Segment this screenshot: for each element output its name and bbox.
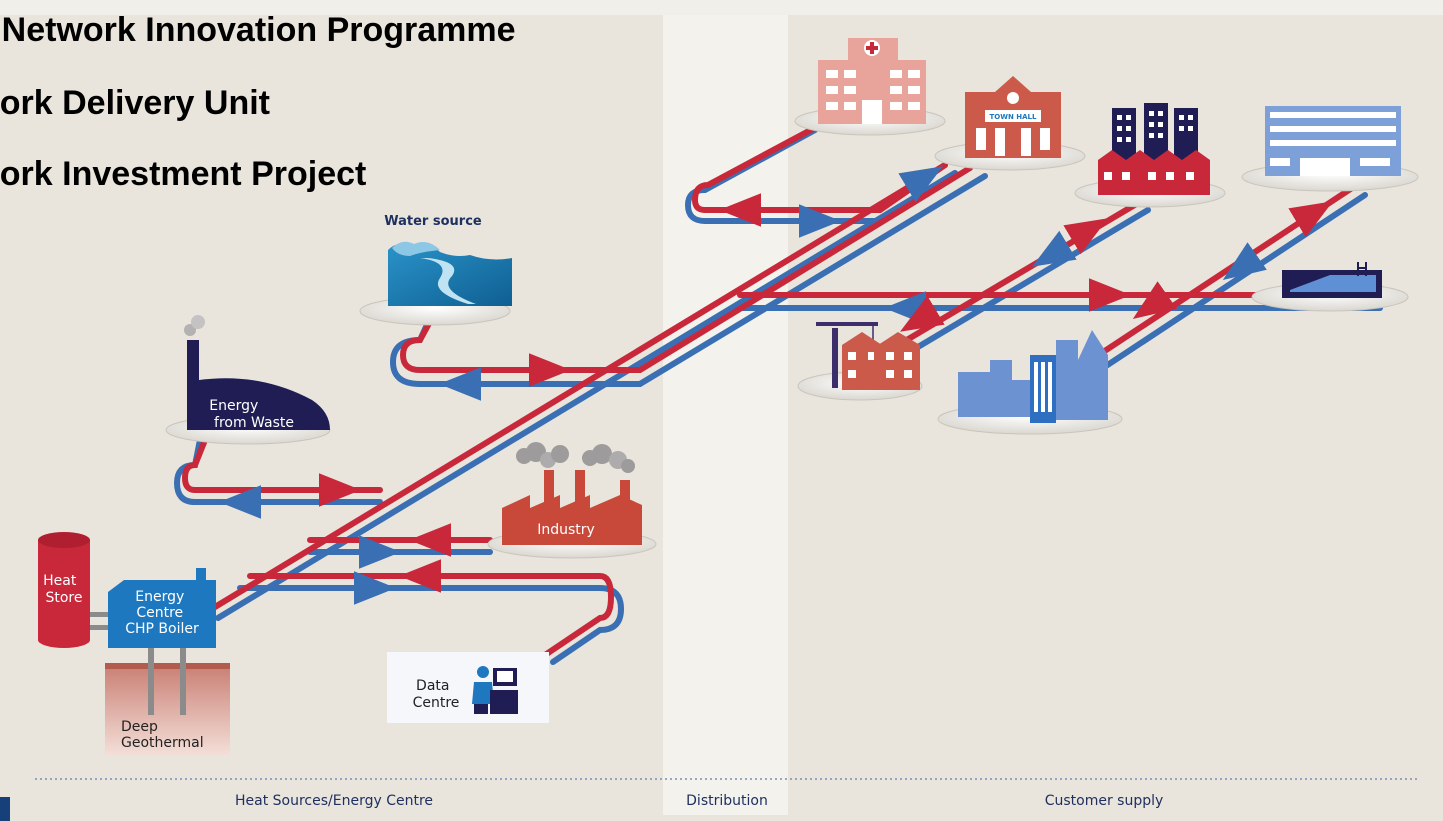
deep-geothermal-label: Deep Geothermal [121,719,204,751]
energy-centre-line-1: Energy [135,589,184,605]
data-centre-label: Data Centre [413,678,460,711]
flow-arrows [208,166,1334,605]
heat-store-line-2: Store [45,590,82,606]
data-centre-icon [387,652,549,723]
deep-geothermal-line-2: Geothermal [121,735,204,751]
heat-store-label: Heat Store [43,573,82,606]
town-hall-icon: TOWN HALL [965,76,1061,158]
city-skyline-icon [958,330,1108,423]
swimming-pool-icon [1282,262,1382,298]
heat-store-icon [38,532,110,648]
heading-line-1: at Network Innovation Programme [0,11,516,49]
industry-label: Industry [537,522,595,538]
distribution-band [663,15,788,815]
energy-centre-icon [108,568,216,648]
zone-label-heat-sources: Heat Sources/Energy Centre [235,793,433,809]
heading-line-2: twork Delivery Unit [0,84,270,122]
town-hall-sign: TOWN HALL [990,113,1037,121]
deep-geothermal-icon [105,645,230,755]
data-centre-line-1: Data [416,678,449,694]
water-source-icon [388,241,512,306]
data-centre-line-2: Centre [413,695,460,711]
corner-accent [0,797,10,821]
water-source-label: Water source [384,214,482,229]
energy-from-waste-icon [184,315,330,430]
heading-line-3: twork Investment Project [0,155,367,193]
zone-label-customer-supply: Customer supply [1045,793,1164,809]
housing-construction-icon [816,322,920,390]
frame-top [0,0,1443,15]
energy-centre-line-3: CHP Boiler [125,621,199,637]
apartment-blocks-icon [1098,103,1210,195]
hospital-icon [818,38,926,124]
zone-label-distribution: Distribution [686,793,768,809]
office-building-icon [1265,106,1401,176]
energy-centre-label: Energy Centre CHP Boiler [125,589,199,637]
heat-store-line-1: Heat [43,573,77,589]
energy-centre-line-2: Centre [136,605,183,621]
industry-icon [502,442,642,545]
energy-from-waste-line-2: from Waste [214,415,294,431]
energy-from-waste-line-1: Energy [209,398,258,414]
energy-from-waste-label: Energy from Waste [209,398,294,431]
deep-geothermal-line-1: Deep [121,719,158,735]
